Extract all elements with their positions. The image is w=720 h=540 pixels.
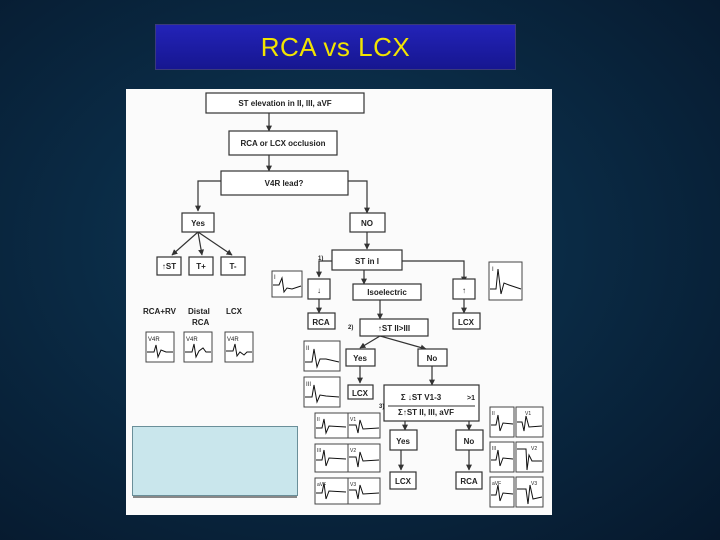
ecg-v4r-2: V4R [183, 331, 213, 363]
svg-text:V1: V1 [525, 411, 531, 417]
node-v4r-question: V4R lead? [265, 179, 304, 188]
flowchart-diagram: ST elevation in II, III, aVF RCA or LCX … [143, 92, 544, 508]
ecg-grid-right: II V1 III V2 aVF V3 [489, 406, 544, 508]
step-3-marker: 3) [379, 404, 384, 410]
svg-text:aVF: aVF [492, 481, 501, 487]
node-down: ↓ [317, 286, 321, 295]
ecg-lead-i-depressed: I [271, 270, 303, 298]
ecg-lead-iii: III [303, 376, 341, 408]
step-1-marker: 1) [318, 256, 323, 262]
svg-text:II: II [317, 417, 320, 423]
svg-text:V4R: V4R [186, 337, 198, 343]
node-sum-st-up: Σ↑ST II, III, aVF [398, 408, 454, 417]
svg-text:V2: V2 [350, 448, 356, 454]
slide-title: RCA vs LCX [260, 31, 411, 62]
svg-text:I: I [492, 267, 494, 273]
label-rca-rv: RCA+RV [143, 307, 177, 316]
label-distal: Distal [188, 307, 210, 316]
flow-boxes [156, 92, 484, 490]
node-ratio-gt: >1 [467, 395, 475, 402]
svg-text:V3: V3 [531, 481, 537, 487]
node-yes-2: Yes [353, 354, 367, 363]
node-no-3: No [464, 437, 475, 446]
node-occlusion: RCA or LCX occlusion [240, 139, 325, 148]
svg-text:V4R: V4R [148, 337, 160, 343]
svg-text:V3: V3 [350, 482, 356, 488]
svg-text:II: II [492, 411, 495, 417]
svg-text:V1: V1 [350, 417, 356, 423]
svg-text:III: III [317, 448, 321, 454]
svg-text:I: I [274, 275, 276, 281]
label-lcx: LCX [226, 307, 243, 316]
node-st-ratio: ↑ST II>III [378, 324, 410, 333]
node-rca-left: RCA [312, 318, 330, 327]
svg-text:V4R: V4R [227, 337, 239, 343]
node-lcx-mid: LCX [352, 389, 369, 398]
node-t-plus: T+ [196, 262, 206, 271]
node-st-up: ↑ST [162, 262, 176, 271]
node-lcx-bottom: LCX [395, 477, 412, 486]
node-st-elevation: ST elevation in II, III, aVF [238, 99, 331, 108]
svg-text:III: III [306, 382, 311, 388]
ecg-thumbnails: V4R V4R V4R I I [145, 261, 544, 508]
node-lcx-right: LCX [458, 318, 475, 327]
node-rca-bottom: RCA [460, 477, 478, 486]
node-yes-3: Yes [396, 437, 410, 446]
overlay-panel [132, 426, 298, 498]
node-st-in-i: ST in I [355, 257, 379, 266]
node-sum-st-down: Σ ↓ST V1-3 [401, 393, 442, 402]
slide-title-box: RCA vs LCX [155, 24, 516, 70]
node-no-2: No [427, 354, 438, 363]
svg-text:III: III [492, 446, 496, 452]
node-up: ↑ [462, 286, 466, 295]
ecg-grid-left: II V1 III V2 aVF V3 [314, 412, 381, 505]
svg-text:aVF: aVF [317, 482, 326, 488]
node-no: NO [361, 219, 373, 228]
ecg-v4r-1: V4R [145, 331, 175, 363]
svg-text:V2: V2 [531, 446, 537, 452]
svg-text:II: II [306, 346, 310, 352]
ecg-lead-i-elevated: I [488, 261, 523, 301]
ecg-lead-ii: II [303, 340, 341, 372]
node-isoelectric: Isoelectric [367, 288, 407, 297]
ecg-v4r-3: V4R [224, 331, 254, 363]
step-2-marker: 2) [348, 325, 353, 331]
label-rca: RCA [192, 318, 210, 327]
node-t-minus: T- [229, 262, 236, 271]
flow-connectors [171, 113, 472, 471]
node-yes: Yes [191, 219, 205, 228]
